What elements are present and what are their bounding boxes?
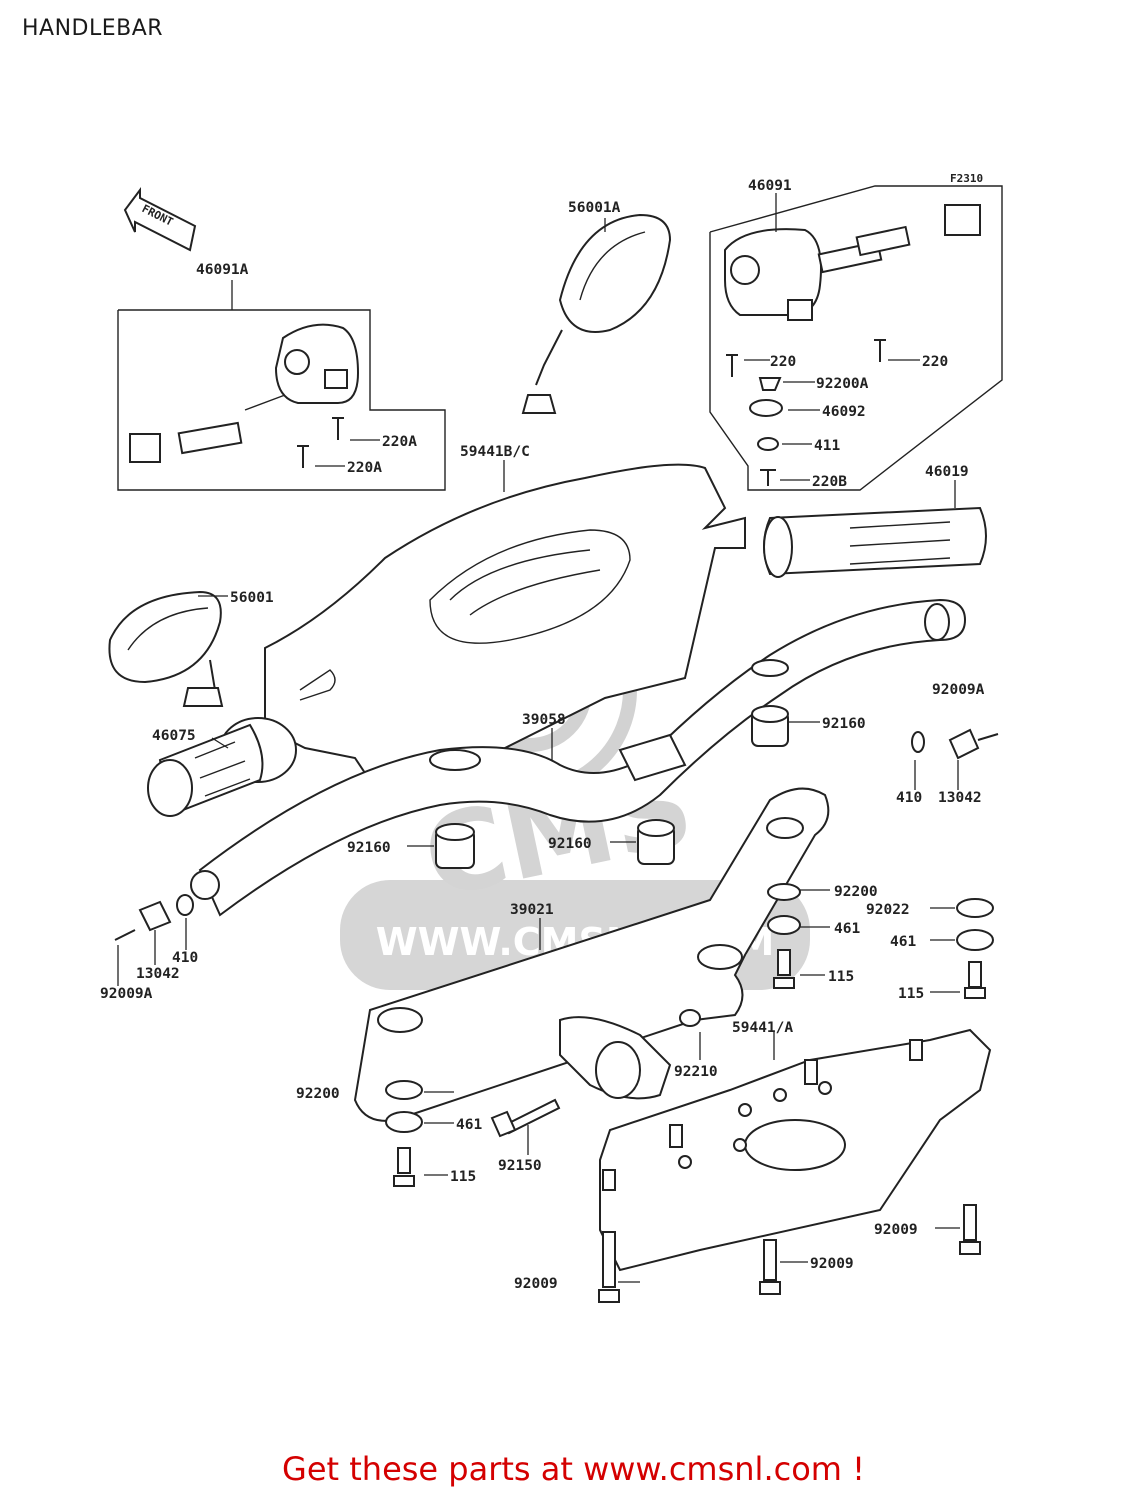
callout-220b: 220B [812,474,847,490]
front-direction-marker: FRONT [123,187,197,252]
callout-220-right: 220 [922,354,948,370]
left-mirror-56001 [108,590,224,707]
callout-92150: 92150 [498,1158,542,1174]
callout-92009-lower-left: 92009 [514,1276,558,1292]
callout-92009-lower-right: 92009 [874,1222,918,1238]
lower-bracket-39021 [353,787,830,1122]
right-fasteners [767,883,994,999]
callout-461-center: 461 [834,921,860,937]
left-mirror-56001a [521,213,672,414]
callout-46092: 46092 [822,404,866,420]
callout-92022: 92022 [866,902,910,918]
footer-promo-text: Get these parts at www.cmsnl.com ! [282,1450,865,1488]
callout-410-left: 410 [172,950,198,966]
callout-92200a: 92200A [816,376,869,392]
callout-220a-upper: 220A [382,434,417,450]
page-title: HANDLEBAR [22,16,164,41]
callout-92160-center: 92160 [548,836,592,852]
callout-13042-left: 13042 [136,966,180,982]
callout-411: 411 [814,438,840,454]
leader-lines [117,193,960,1283]
callout-220-left: 220 [770,354,796,370]
handlebar-exploded-diagram: CMS WWW.CMSNL.COM FRONT F2310 [100,172,1003,1303]
right-switch-group [709,185,1003,491]
handlebar-39058 [190,598,967,917]
left-switch-group [117,309,446,491]
callout-46091a: 46091A [196,262,249,278]
upper-cover-59441bc [264,463,746,790]
callout-92160-right: 92160 [822,716,866,732]
callout-115-left: 115 [450,1169,476,1185]
callout-461-left: 461 [456,1117,482,1133]
lower-cover-59441a [598,1028,992,1303]
callout-56001: 56001 [230,590,274,606]
callout-220a-lower: 220A [347,460,382,476]
callout-46075: 46075 [152,728,196,744]
callout-92009a-left: 92009A [100,986,153,1002]
callout-92200-left: 92200 [296,1086,340,1102]
figure-code: F2310 [950,172,983,185]
callout-92009-lower-center: 92009 [810,1256,854,1272]
callout-92200-right: 92200 [834,884,878,900]
callout-46019: 46019 [925,464,969,480]
callout-59441bc: 59441B/C [460,444,530,460]
callout-39021: 39021 [510,902,554,918]
callout-46091: 46091 [748,178,792,194]
callout-39058: 39058 [522,712,566,728]
callout-59441a: 59441/A [732,1020,793,1036]
left-fasteners [385,1080,561,1187]
right-grip-46019 [763,506,987,578]
bar-end-parts [114,728,999,941]
callout-92160-left: 92160 [347,840,391,856]
callout-410-right: 410 [896,790,922,806]
callout-461-right: 461 [890,934,916,950]
callout-56001a: 56001A [568,200,621,216]
dampers-92160 [435,705,789,869]
callout-115-center: 115 [828,969,854,985]
callout-13042-right: 13042 [938,790,982,806]
callout-115-right: 115 [898,986,924,1002]
callout-labels: 46091A 56001A 46091 220 220 92200A 46092… [100,178,985,1292]
callout-92009a-right: 92009A [932,682,985,698]
left-grip-46075 [147,717,297,817]
callout-92210: 92210 [674,1064,718,1080]
